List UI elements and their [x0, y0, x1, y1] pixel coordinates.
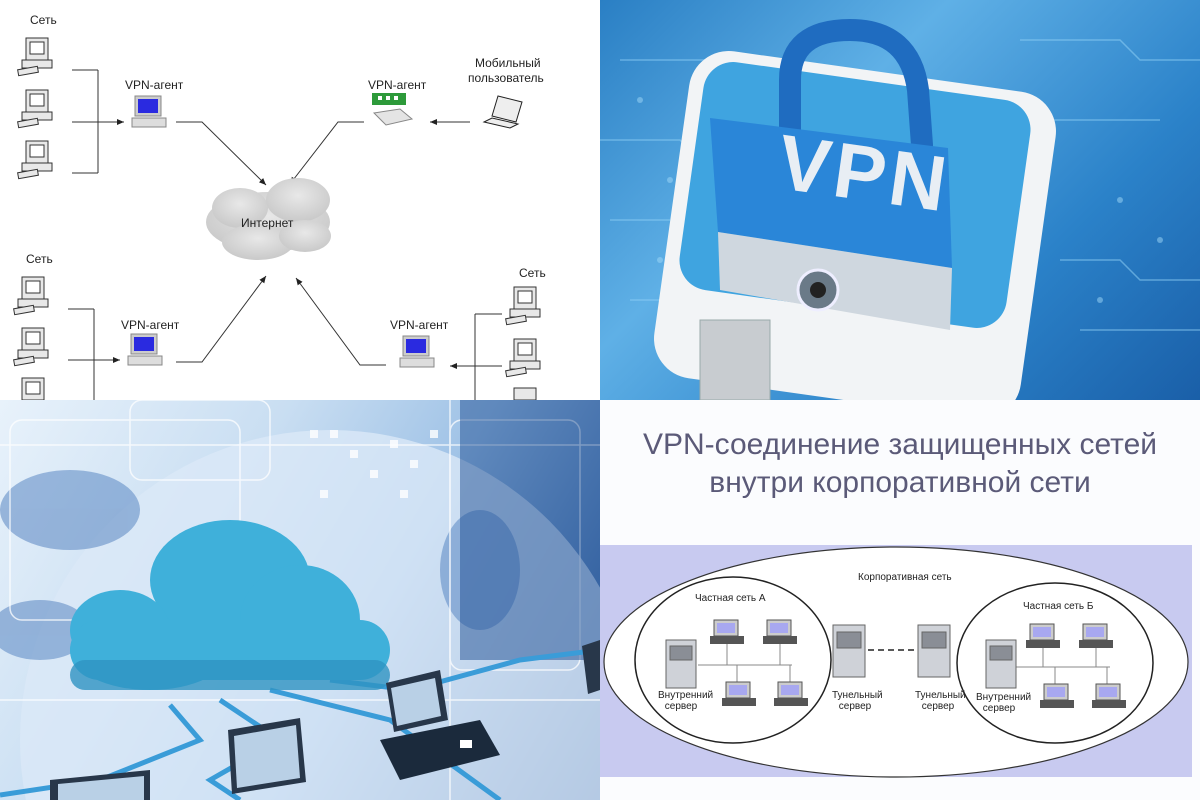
- padlock-shackle: [779, 18, 933, 156]
- internet-cloud-icon: [206, 178, 331, 260]
- label-line: сервер: [838, 701, 872, 712]
- network-label: Сеть: [30, 13, 57, 27]
- workstation-icon: [710, 619, 744, 644]
- vpn-agent-computer-icon: [131, 95, 167, 128]
- vpn-agents-diagram: Сеть VPN-агент VPN-агент Мобильный польз…: [0, 0, 600, 400]
- private-network-a-label: Частная сеть А: [695, 593, 766, 604]
- pc-icon: [505, 286, 541, 326]
- pc-icon: [17, 37, 53, 77]
- internet-label: Интернет: [241, 216, 294, 230]
- label-line: Тунельный: [832, 690, 883, 701]
- mobile-user-label: Мобильный: [475, 56, 541, 70]
- mobile-user-label: пользователь: [468, 71, 544, 85]
- workstation-icon: [722, 681, 756, 706]
- vpn-agent-computer-icon: [399, 335, 435, 368]
- label-line: сервер: [921, 701, 955, 712]
- pc-icon: [505, 338, 541, 378]
- private-network-a-ellipse: [634, 576, 832, 744]
- vpn-agent-computer-icon: [127, 333, 163, 366]
- laptop-icon: [50, 770, 150, 800]
- ethernet-cable: [699, 319, 771, 400]
- padlock-body: [710, 118, 952, 268]
- network-label: Сеть: [519, 266, 546, 280]
- workstation-icon: [1026, 623, 1060, 648]
- vpn-agent-label: VPN-агент: [121, 318, 180, 332]
- tunnel-server-icon: [832, 624, 866, 678]
- pc-icon: [513, 387, 537, 400]
- label-line: сервер: [982, 703, 1016, 714]
- pc-icon: [17, 140, 53, 180]
- cloud-network-illustration: [0, 400, 600, 800]
- pc-icon: [21, 377, 45, 400]
- workstation-icon: [774, 681, 808, 706]
- corporate-network-ellipse: [603, 546, 1189, 778]
- laptop-icon: [380, 670, 500, 780]
- private-network-b-ellipse: [956, 582, 1154, 744]
- diagram-title: VPN-соединение защищенных сетей: [642, 428, 1158, 461]
- corporate-network-label: Корпоративная сеть: [858, 572, 952, 583]
- workstation-icon: [1040, 683, 1074, 708]
- label-line: Внутренний: [976, 692, 1032, 703]
- diagram-lines: [13, 37, 541, 400]
- workstation-icon: [763, 619, 797, 644]
- label-line: Внутренний: [658, 690, 714, 701]
- laptop-icon: [582, 640, 600, 694]
- circuit-board-background: [600, 18, 1200, 400]
- vpn-agent-label: VPN-агент: [125, 78, 184, 92]
- label-line: Тунельный: [915, 690, 966, 701]
- label-line: сервер: [664, 701, 698, 712]
- workstation-icon: [1092, 683, 1126, 708]
- vpn-hardware-device-icon: [372, 93, 414, 126]
- network-label: Сеть: [26, 252, 53, 266]
- laptop-icon: [228, 718, 306, 794]
- workstation-icon: [1079, 623, 1113, 648]
- pc-icon: [13, 327, 49, 367]
- tunnel-server-icon: [917, 624, 951, 678]
- cloud-network-art: [0, 400, 600, 800]
- pc-icon: [13, 276, 49, 316]
- internal-server-icon: [985, 639, 1017, 689]
- corporate-vpn-diagram: VPN-соединение защищенных сетей внутри к…: [600, 400, 1200, 800]
- pc-icon: [17, 89, 53, 129]
- private-network-b-label: Частная сеть Б: [1023, 601, 1094, 612]
- laptop-icon: [482, 95, 523, 129]
- vpn-agent-label: VPN-агент: [390, 318, 449, 332]
- internal-server-icon: [665, 639, 697, 689]
- diagram-title: внутри корпоративной сети: [709, 466, 1091, 499]
- vpn-padlock-photo: VPN: [600, 0, 1200, 400]
- corporate-network-svg: [603, 546, 1189, 778]
- vpn-agent-label: VPN-агент: [368, 78, 427, 92]
